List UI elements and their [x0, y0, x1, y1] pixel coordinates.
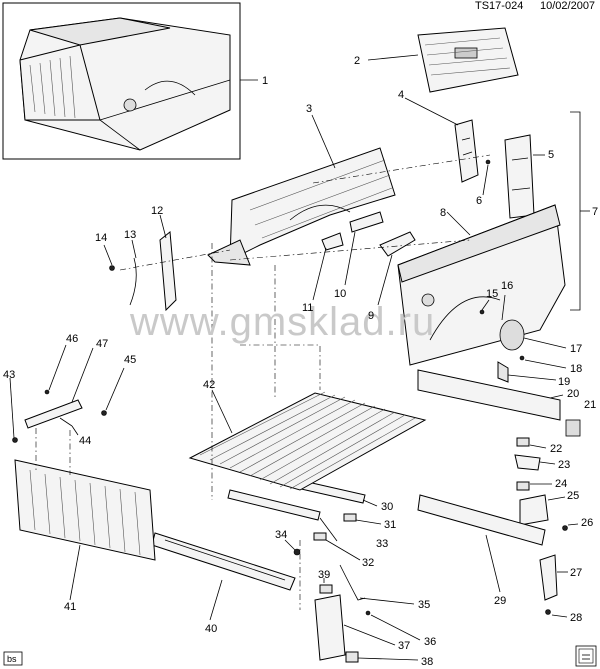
callout-37: 37: [398, 640, 410, 652]
callout-45: 45: [124, 354, 136, 366]
callout-29: 29: [494, 595, 506, 607]
callout-8: 8: [440, 207, 446, 219]
part-2-front-panel: [417, 27, 519, 93]
diagram-ref-code: TS17-024: [475, 0, 523, 12]
callout-10: 10: [334, 288, 346, 300]
callout-41: 41: [64, 601, 76, 613]
callout-30: 30: [381, 501, 393, 513]
part-20-rear-sill: [417, 361, 561, 421]
part-44-link: [59, 417, 73, 427]
part-14-bolt: [109, 265, 115, 271]
part-1-box-assembly: [2, 2, 241, 160]
part-45-nut: [101, 410, 107, 416]
part-47-hinge: [24, 399, 83, 429]
callout-26: 26: [581, 517, 593, 529]
callout-16: 16: [501, 280, 513, 292]
part-36-bolt: [365, 610, 371, 616]
callout-43: 43: [3, 369, 15, 381]
callout-17: 17: [570, 343, 582, 355]
callout-44: 44: [79, 435, 91, 447]
callout-25: 25: [567, 490, 579, 502]
callout-35: 35: [418, 599, 430, 611]
callout-13: 13: [124, 229, 136, 241]
part-26-nut: [562, 525, 568, 531]
callout-28: 28: [570, 612, 582, 624]
callout-18: 18: [570, 363, 582, 375]
callout-39: 39: [318, 569, 330, 581]
callout-24: 24: [555, 478, 567, 490]
callout-21: 21: [584, 399, 596, 411]
callout-33: 33: [376, 538, 388, 550]
part-21-cap: [565, 419, 581, 437]
callout-2: 2: [354, 55, 360, 67]
part-35-strap: [339, 564, 366, 601]
callout-4: 4: [398, 89, 404, 101]
part-11-gusset: [321, 232, 344, 251]
part-18-clip: [519, 355, 525, 361]
callout-7: 7: [592, 206, 598, 218]
callout-47: 47: [96, 338, 108, 350]
callout-31: 31: [384, 519, 396, 531]
part-38-plate: [345, 651, 359, 663]
callout-1: 1: [262, 75, 268, 87]
watermark-text: www.gmsklad.ru: [129, 300, 435, 344]
part-40-side-rail: [151, 532, 296, 591]
callout-46: 46: [66, 333, 78, 345]
part-22-plate: [516, 437, 530, 447]
gm-logo-mark: [575, 645, 597, 667]
callout-6: 6: [476, 195, 482, 207]
part-32-crossmember: [227, 489, 321, 521]
part-23-bracket: [514, 454, 541, 471]
callout-32: 32: [362, 557, 374, 569]
part-27-support: [539, 554, 558, 601]
part-43-pin: [12, 437, 18, 443]
part-5-corner-brace: [504, 134, 535, 219]
callout-42: 42: [203, 379, 215, 391]
callout-34: 34: [275, 529, 287, 541]
part-17-fuel-door: [499, 319, 525, 351]
callout-22: 22: [550, 443, 562, 455]
part-31-plate: [343, 513, 357, 522]
callout-36: 36: [424, 636, 436, 648]
part-29-crossmember: [417, 494, 546, 546]
callout-40: 40: [205, 623, 217, 635]
callout-9: 9: [368, 310, 374, 322]
part-15-fastener: [479, 309, 485, 315]
callout-5: 5: [548, 149, 554, 161]
part-13-seal: [129, 257, 137, 306]
part-39-plate: [319, 584, 333, 594]
part-3-side-inner-panel: [207, 147, 396, 266]
callout-38: 38: [421, 656, 433, 668]
part-34-nut: [293, 548, 301, 556]
corner-tag-text: bs: [7, 654, 17, 664]
part-8-outer-side-panel: [397, 204, 566, 366]
part-25-bracket: [519, 494, 549, 526]
callout-27: 27: [570, 567, 582, 579]
part-24-plate: [516, 481, 530, 491]
callout-3: 3: [306, 103, 312, 115]
callout-12: 12: [151, 205, 163, 217]
part-33-plate: [313, 532, 327, 541]
part-37-bracket: [314, 594, 346, 661]
part-12-strip: [159, 231, 177, 312]
callout-11: 11: [302, 302, 313, 314]
diagram-date: 10/02/2007: [540, 0, 595, 12]
corner-tag-box: bs: [3, 651, 23, 666]
part-42-bed-floor: [188, 391, 427, 491]
callout-20: 20: [567, 388, 579, 400]
part-9-bracket: [379, 231, 416, 257]
callout-15: 15: [486, 288, 498, 300]
callout-14: 14: [95, 232, 107, 244]
part-46-washer: [44, 389, 50, 395]
part-10-reinforcement: [349, 211, 384, 233]
callout-23: 23: [558, 459, 570, 471]
part-4-bracket: [454, 119, 479, 183]
part-41-tailgate: [14, 459, 156, 561]
part-28-bolt: [545, 609, 551, 615]
callout-19: 19: [558, 376, 570, 388]
